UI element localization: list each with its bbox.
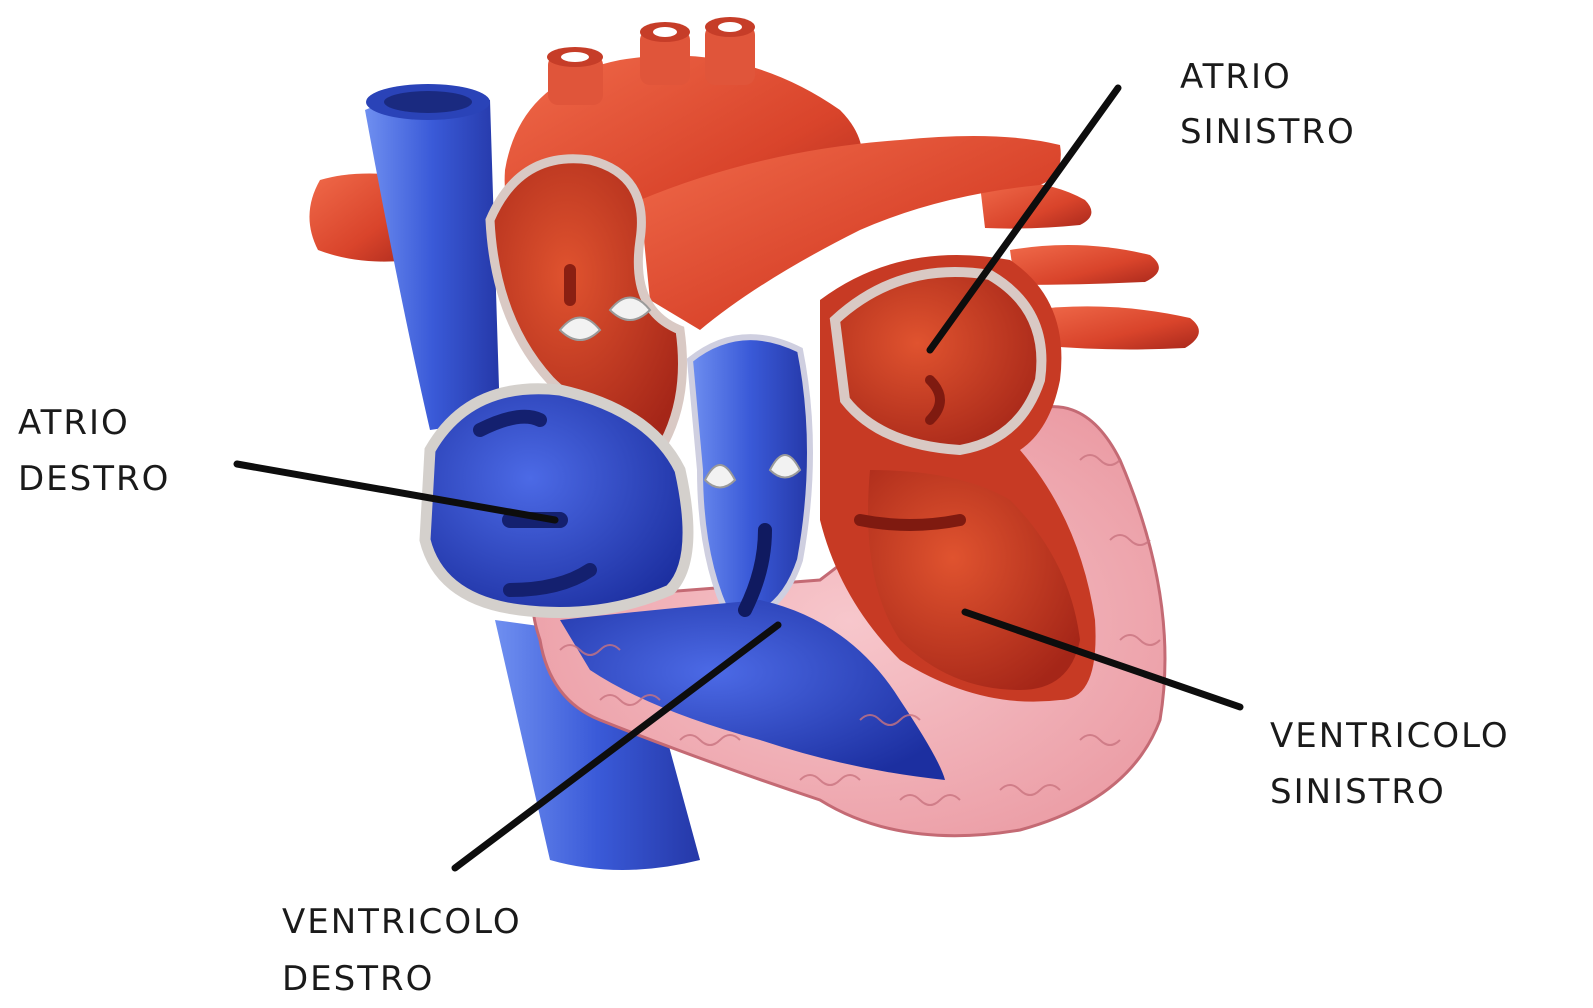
label-atrio-sinistro: ATRIO SINISTRO <box>1180 57 1356 152</box>
label-atrio-destro-line2: DESTRO <box>18 459 170 499</box>
label-ventricolo-destro: VENTRICOLO DESTRO <box>282 902 522 999</box>
label-atrio-destro-line1: ATRIO <box>18 403 130 443</box>
left-atrium-chamber <box>835 272 1041 450</box>
label-atrio-sinistro-line1: ATRIO <box>1180 57 1292 97</box>
label-ventricolo-sinistro-line2: SINISTRO <box>1270 772 1446 812</box>
label-ventricolo-sinistro-line1: VENTRICOLO <box>1270 716 1510 756</box>
label-ventricolo-destro-line1: VENTRICOLO <box>282 902 522 942</box>
label-atrio-destro: ATRIO DESTRO <box>18 403 170 499</box>
heart-illustration <box>309 17 1198 870</box>
label-atrio-sinistro-line2: SINISTRO <box>1180 112 1356 152</box>
superior-vena-cava <box>365 94 500 430</box>
label-ventricolo-sinistro: VENTRICOLO SINISTRO <box>1270 716 1510 812</box>
label-ventricolo-destro-line2: DESTRO <box>282 959 434 999</box>
